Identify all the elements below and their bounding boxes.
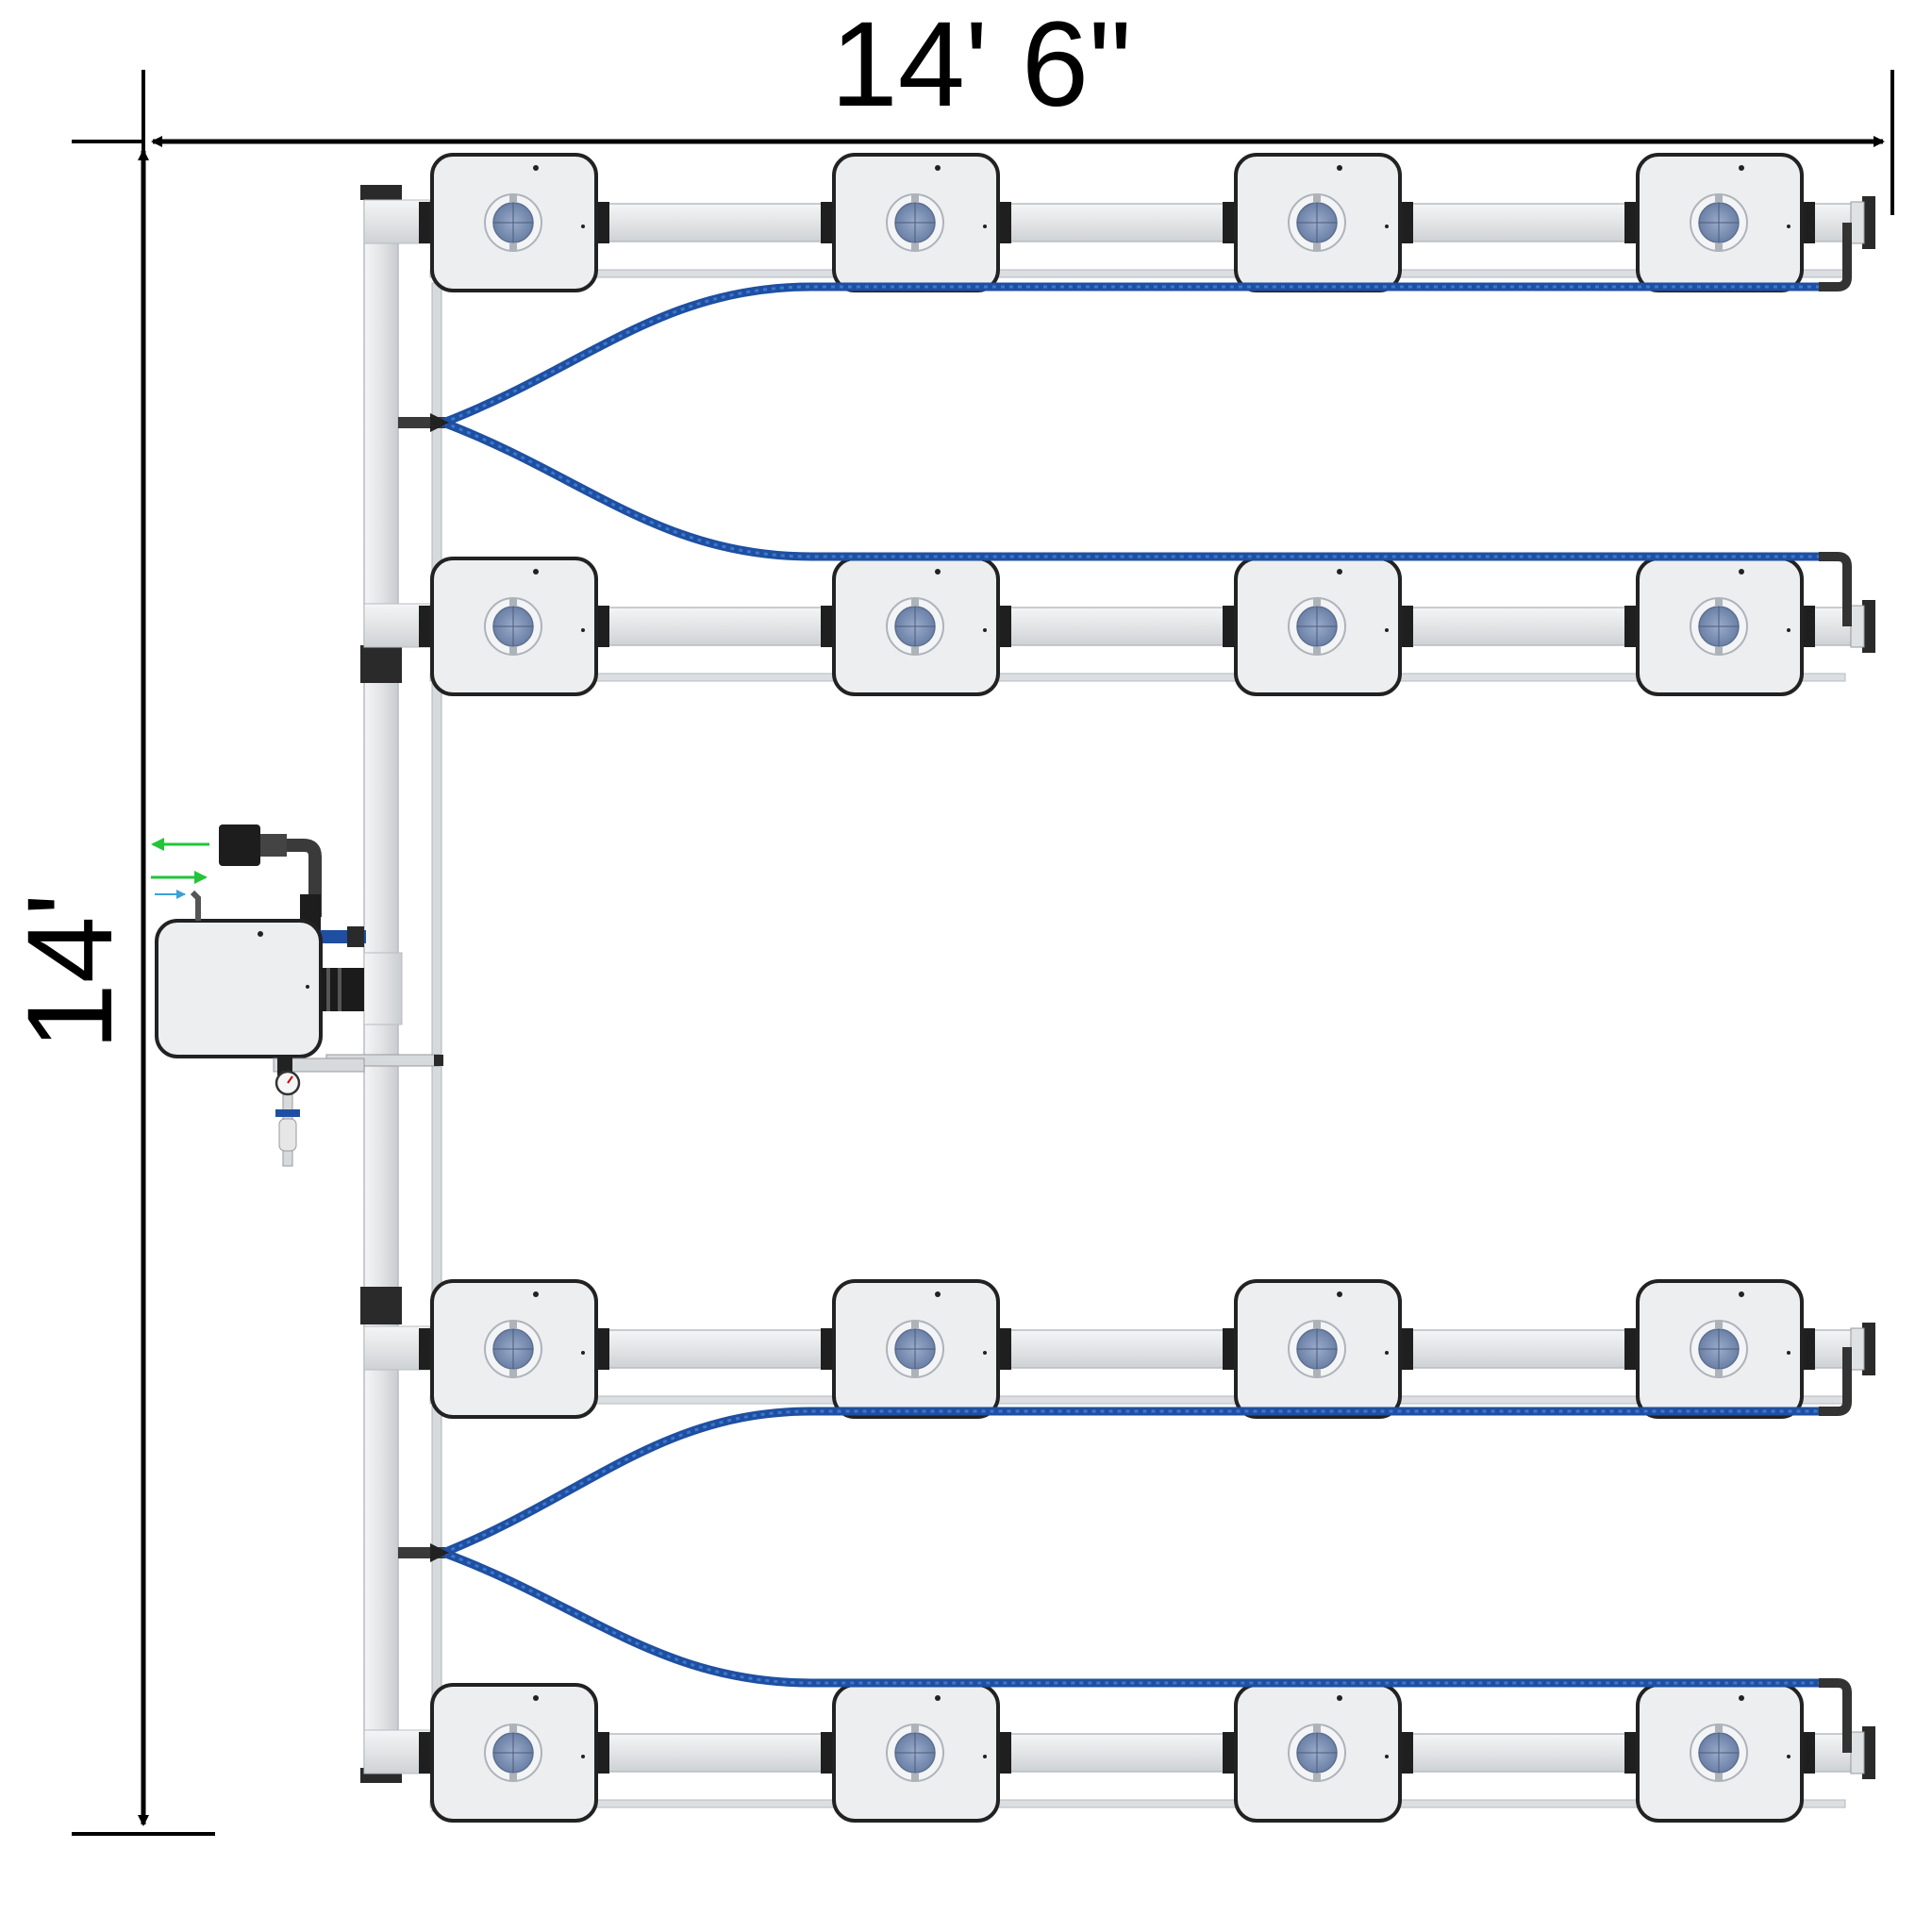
grow-bucket [821, 153, 1011, 292]
return-hose [439, 1548, 1825, 1688]
grow-row [419, 153, 1875, 292]
grow-rows [419, 153, 1875, 1823]
grow-bucket [1223, 1683, 1413, 1823]
width-dimension-label: 14' 6" [831, 0, 1132, 132]
return-hose [439, 282, 1825, 427]
grow-bucket [1624, 1683, 1815, 1823]
grow-bucket [1223, 153, 1413, 292]
elbow-fitting-icon [1819, 223, 1852, 291]
y-splitter [430, 413, 449, 432]
elbow-fitting-icon [190, 890, 201, 921]
elbow-fitting-icon [1819, 1678, 1852, 1753]
ball-valve-icon [275, 1109, 300, 1117]
grow-bucket [1223, 1279, 1413, 1419]
y-splitter [430, 1543, 449, 1562]
grow-bucket [1624, 557, 1815, 696]
grow-bucket [419, 153, 609, 292]
height-dimension-label: 14' [3, 893, 138, 1051]
grow-bucket [1624, 1279, 1815, 1419]
grow-bucket [1624, 153, 1815, 292]
return-hose [439, 1407, 1825, 1557]
dimension-height: 14' [3, 149, 215, 1836]
grow-bucket [419, 1279, 609, 1419]
grow-bucket [821, 1683, 1011, 1823]
grow-bucket [419, 557, 609, 696]
control-bucket-assembly [151, 824, 366, 1167]
grow-row [419, 1683, 1875, 1823]
grow-row [419, 557, 1875, 696]
elbow-fitting-icon [1819, 552, 1852, 626]
grow-row [419, 1279, 1875, 1419]
return-hose [439, 418, 1825, 561]
grow-bucket [821, 557, 1011, 696]
elbow-fitting-icon [1819, 1347, 1852, 1416]
pump-icon [219, 824, 260, 866]
grow-bucket [1223, 557, 1413, 696]
grow-bucket [821, 1279, 1011, 1419]
dimension-width: 14' 6" [72, 0, 1894, 215]
control-bucket [155, 919, 323, 1058]
grow-bucket [419, 1683, 609, 1823]
